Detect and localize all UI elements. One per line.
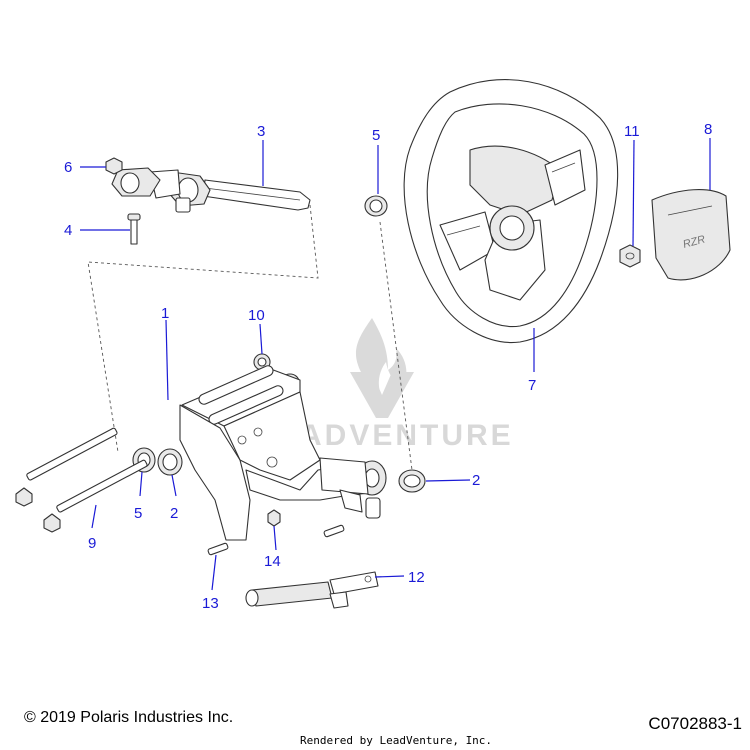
steering-shaft — [111, 167, 311, 213]
callout-4: 4 — [64, 222, 72, 239]
small-screw-right — [323, 524, 345, 538]
bushing-upper — [364, 195, 388, 217]
callout-10: 10 — [248, 307, 265, 324]
callout-8: 8 — [704, 121, 712, 138]
callout-leaders — [80, 138, 711, 591]
callout-7: 7 — [528, 377, 536, 394]
small-nut-lower — [267, 509, 281, 527]
callout-12: 12 — [408, 569, 425, 586]
callout-9: 9 — [88, 535, 96, 552]
long-bolts — [15, 427, 148, 533]
callout-6: 6 — [64, 159, 72, 176]
callout-1: 1 — [161, 305, 169, 322]
callout-3: 3 — [257, 123, 265, 140]
callout-5-upper: 5 — [372, 127, 380, 144]
watermark-logo: ADVENTURE — [300, 318, 514, 452]
small-screw — [207, 542, 229, 556]
cap-badge-text: RZR — [682, 233, 707, 250]
callout-labels: 1 2 2 3 4 5 5 6 7 8 9 10 11 12 13 14 — [64, 121, 712, 612]
steering-bracket — [179, 365, 387, 541]
diagram-code: C0702883-1 — [648, 714, 742, 733]
callout-5-lower: 5 — [134, 505, 142, 522]
rendered-by-text: Rendered by LeadVenture, Inc. — [300, 734, 493, 747]
steering-wheel-cap: RZR — [651, 189, 731, 281]
assembly-guide-lines — [87, 204, 413, 471]
steering-damper — [245, 571, 379, 609]
flange-bolt — [127, 213, 141, 245]
callout-14: 14 — [264, 553, 281, 570]
hex-nut-small — [105, 157, 123, 175]
steering-wheel-nut — [619, 244, 641, 268]
callout-13: 13 — [202, 595, 219, 612]
steering-wheel — [403, 79, 619, 344]
callout-2-right: 2 — [472, 472, 480, 489]
bushing-lower-middle — [157, 448, 183, 476]
bushing-lower-right — [398, 469, 426, 493]
callout-11: 11 — [624, 123, 640, 140]
copyright-text: © 2019 Polaris Industries Inc. — [24, 709, 234, 726]
watermark-text: ADVENTURE — [300, 419, 514, 452]
callout-2-left: 2 — [170, 505, 178, 522]
